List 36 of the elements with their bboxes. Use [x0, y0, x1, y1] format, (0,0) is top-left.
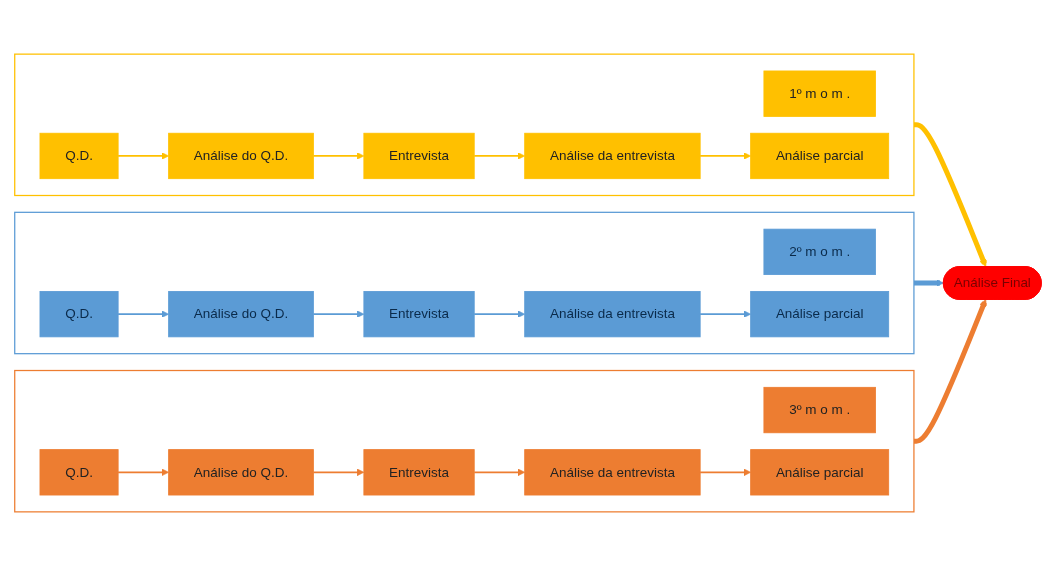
node-box: Análise da entrevista: [524, 449, 701, 496]
node-box: 3º m o m .: [763, 386, 876, 434]
arrow: [913, 122, 987, 267]
arrow: [473, 468, 526, 476]
node-box: Análise parcial: [750, 291, 890, 338]
arrow: [473, 152, 526, 160]
node-box: Análise parcial: [750, 449, 890, 496]
arrow: [312, 468, 365, 476]
arrow: [699, 468, 751, 476]
node-box: Q.D.: [39, 132, 119, 180]
arrow: [699, 152, 751, 160]
node-box: Entrevista: [363, 132, 475, 180]
node-box: Análise da entrevista: [524, 132, 701, 180]
arrow: [117, 310, 169, 318]
node-box: Análise da entrevista: [524, 291, 701, 338]
node-box: Q.D.: [39, 291, 119, 338]
node-box: Análise do Q.D.: [168, 132, 314, 180]
arrow: [312, 310, 365, 318]
arrow: [117, 468, 169, 476]
node-box: Análise do Q.D.: [168, 291, 314, 338]
node-box: 2º m o m .: [763, 228, 876, 275]
arrow: [312, 152, 365, 160]
arrow: [913, 279, 944, 287]
arrow: [913, 299, 987, 444]
node-box: Análise do Q.D.: [168, 449, 314, 496]
node-box: 1º m o m .: [763, 70, 876, 117]
node-box: Entrevista: [363, 449, 475, 496]
arrow: [473, 310, 526, 318]
cluster: [14, 53, 915, 197]
arrow: [117, 152, 169, 160]
node-box: Q.D.: [39, 449, 119, 496]
node-box: Análise parcial: [750, 132, 890, 180]
cluster: [14, 211, 915, 355]
arrow: [699, 310, 751, 318]
cluster: [14, 369, 915, 513]
node-box: Entrevista: [363, 291, 475, 338]
